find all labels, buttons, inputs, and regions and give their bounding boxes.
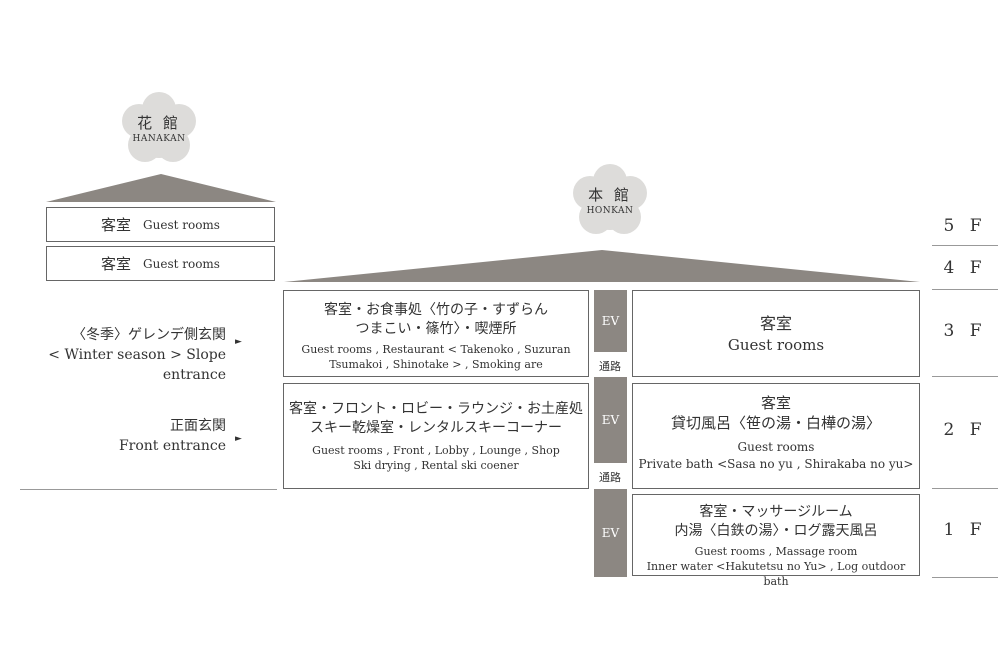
floor3-right-box: 客室 Guest rooms bbox=[632, 290, 920, 377]
flower-shape-icon bbox=[573, 164, 647, 234]
honkan-badge: 本 館 HONKAN bbox=[571, 164, 649, 242]
flower-shape-icon bbox=[122, 92, 196, 162]
floor-divider bbox=[932, 245, 998, 246]
room-label-jp: 客室 bbox=[101, 255, 132, 273]
floor2-right-jp-line1: 客室 bbox=[760, 394, 791, 412]
hanakan-room-row-5f: 客室 Guest rooms bbox=[46, 207, 275, 242]
floor-label-1f: 1 F bbox=[943, 520, 987, 540]
elevator-2f: EV bbox=[594, 377, 627, 463]
floor1-right-en-line1: Guest rooms , Massage room bbox=[694, 545, 858, 558]
floor3-right-jp: 客室 bbox=[759, 314, 792, 333]
floor-label-3f: 3 F bbox=[943, 321, 987, 341]
honkan-name-jp: 本 館 bbox=[588, 186, 632, 204]
slope-entrance-en: < Winter season > Slope entrance bbox=[48, 347, 226, 383]
floor2-right-en-line2: Private bath <Sasa no yu , Shirakaba no … bbox=[638, 457, 914, 471]
floor-divider bbox=[932, 376, 998, 377]
floor1-right-jp-line1: 客室・マッサージルーム bbox=[699, 504, 853, 520]
floor2-right-en-line1: Guest rooms bbox=[737, 440, 815, 454]
floor-label-2f: 2 F bbox=[943, 420, 987, 440]
floor1-right-en-line2: Inner water <Hakutetsu no Yu> , Log outd… bbox=[646, 560, 906, 588]
floor3-left-jp-line1: 客室・お食事処〈竹の子・すずらん bbox=[324, 302, 548, 318]
front-entrance-arrow-icon: ► bbox=[235, 434, 242, 444]
slope-entrance-jp: 〈冬季〉ゲレンデ側玄関 bbox=[72, 327, 226, 343]
floor3-left-en-line2: Tsumakoi , Shinotake > , Smoking are bbox=[329, 358, 543, 371]
front-entrance-jp: 正面玄関 bbox=[170, 418, 226, 434]
front-entrance-en: Front entrance bbox=[118, 438, 226, 454]
elevator-3f: EV bbox=[594, 290, 627, 352]
floor-label-4f: 4 F bbox=[943, 258, 987, 278]
slope-entrance-arrow-icon: ► bbox=[235, 337, 242, 347]
room-label-en: Guest rooms bbox=[143, 256, 220, 271]
slope-entrance: 〈冬季〉ゲレンデ側玄関 < Winter season > Slope entr… bbox=[0, 325, 226, 385]
passage-label-2f: 通路 bbox=[599, 471, 621, 484]
floor3-right-en: Guest rooms bbox=[727, 336, 825, 354]
floor3-left-box: 客室・お食事処〈竹の子・すずらん つまこい・篠竹〉・喫煙所 Guest room… bbox=[283, 290, 589, 377]
floor2-left-jp-line2: スキー乾燥室・レンタルスキーコーナー bbox=[310, 420, 562, 436]
honkan-name-en: HONKAN bbox=[586, 206, 634, 216]
elevator-1f: EV bbox=[594, 489, 627, 577]
floor-label-5f: 5 F bbox=[943, 216, 987, 236]
hanakan-name-jp: 花 館 bbox=[137, 114, 181, 132]
front-entrance: 正面玄関 Front entrance bbox=[0, 416, 226, 456]
hanakan-name-en: HANAKAN bbox=[132, 134, 186, 144]
passage-label-3f: 通路 bbox=[599, 360, 621, 373]
floor1-right-jp-line2: 内湯〈白鉄の湯〉・ログ露天風呂 bbox=[674, 523, 878, 539]
floor2-left-box: 客室・フロント・ロビー・ラウンジ・お土産処 スキー乾燥室・レンタルスキーコーナー… bbox=[283, 383, 589, 489]
floor2-right-jp-line2: 貸切風呂〈笹の湯・白樺の湯〉 bbox=[670, 414, 881, 432]
floor2-left-en-line1: Guest rooms , Front , Lobby , Lounge , S… bbox=[312, 444, 560, 457]
hanakan-room-row-4f: 客室 Guest rooms bbox=[46, 246, 275, 281]
floor-divider bbox=[932, 289, 998, 290]
floor3-left-jp-line2: つまこい・篠竹〉・喫煙所 bbox=[355, 321, 517, 337]
room-label-jp: 客室 bbox=[101, 216, 132, 234]
honkan-roof bbox=[284, 250, 920, 282]
floor2-right-box: 客室 貸切風呂〈笹の湯・白樺の湯〉 Guest rooms Private ba… bbox=[632, 383, 920, 489]
hanakan-badge: 花 館 HANAKAN bbox=[120, 92, 198, 170]
floor3-left-en-line1: Guest rooms , Restaurant < Takenoko , Su… bbox=[301, 343, 571, 356]
floor-divider bbox=[932, 488, 998, 489]
room-label-en: Guest rooms bbox=[143, 217, 220, 232]
floor-divider bbox=[932, 577, 998, 578]
floor1-right-box: 客室・マッサージルーム 内湯〈白鉄の湯〉・ログ露天風呂 Guest rooms … bbox=[632, 494, 920, 588]
hanakan-roof bbox=[46, 174, 276, 202]
ground-line bbox=[20, 489, 277, 490]
floor2-left-en-line2: Ski drying , Rental ski coener bbox=[353, 459, 519, 472]
floor2-left-jp-line1: 客室・フロント・ロビー・ラウンジ・お土産処 bbox=[289, 401, 583, 417]
